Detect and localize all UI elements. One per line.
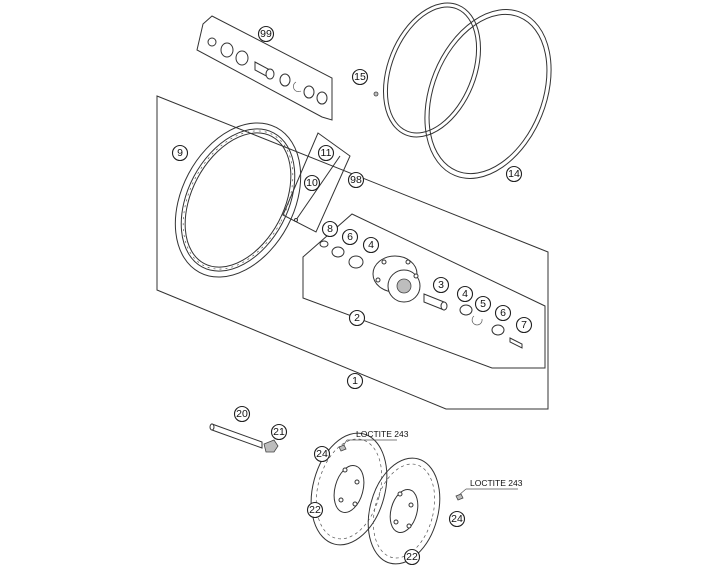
axle [209,423,263,449]
inner-tube [373,2,481,138]
svg-text:3: 3 [438,279,444,291]
callout-6-left: 6 [341,228,359,246]
svg-text:10: 10 [306,177,318,189]
svg-text:2: 2 [354,312,360,324]
hub-parts [319,240,523,349]
hub-assembly-outline [302,213,546,369]
callout-4-left: 4 [362,236,380,254]
svg-text:4: 4 [462,288,468,300]
callout-4-right: 4 [456,285,474,303]
bearing-kit-parts [207,37,328,105]
svg-text:15: 15 [354,71,366,83]
callout-99: 99 [257,25,275,43]
callout-7: 7 [515,316,533,334]
callout-20: 20 [233,405,251,423]
svg-text:20: 20 [236,408,248,420]
callout-98: 98 [347,171,365,189]
disc-screws [338,444,464,501]
callout-3: 3 [432,276,450,294]
callout-2: 2 [348,309,366,327]
callout-1: 1 [346,372,364,390]
wheel-assembly-outline [156,95,549,410]
svg-text:7: 7 [521,319,527,331]
callout-5: 5 [474,295,492,313]
brake-disc-left [310,432,388,546]
svg-text:99: 99 [260,28,272,40]
svg-text:5: 5 [480,298,486,310]
loctite-note-right: LOCTITE 243 [470,478,523,488]
callout-6-right: 6 [494,304,512,322]
callout-22-left: 22 [306,501,324,519]
callout-24-right: 24 [448,510,466,528]
svg-text:6: 6 [347,231,353,243]
axle-nut [263,439,279,453]
rim [174,122,302,278]
callout-11: 11 [317,144,335,162]
svg-text:4: 4 [368,239,374,251]
callout-24-left: 24 [313,445,331,463]
svg-text:14: 14 [508,168,520,180]
callout-15: 15 [351,68,369,86]
spoke-kit-outline [282,132,351,233]
svg-text:1: 1 [352,375,358,387]
svg-text:24: 24 [451,513,463,525]
svg-text:8: 8 [327,223,333,235]
svg-text:22: 22 [309,504,321,516]
svg-text:9: 9 [177,147,183,159]
svg-text:11: 11 [321,147,332,159]
svg-text:21: 21 [273,426,285,438]
svg-text:6: 6 [500,307,506,319]
brake-disc-right [367,457,441,565]
callout-10: 10 [303,174,321,192]
svg-text:24: 24 [316,448,328,460]
loctite-note-left: LOCTITE 243 [356,429,409,439]
callout-22-right: 22 [403,548,421,566]
callout-9: 9 [171,144,189,162]
callout-21: 21 [270,423,288,441]
svg-text:98: 98 [350,174,362,186]
tire [424,9,552,179]
callout-8: 8 [321,220,339,238]
svg-text:22: 22 [406,551,418,563]
leader-lines [342,439,518,496]
callout-14: 14 [505,165,523,183]
bearing-kit-outline [196,15,333,121]
